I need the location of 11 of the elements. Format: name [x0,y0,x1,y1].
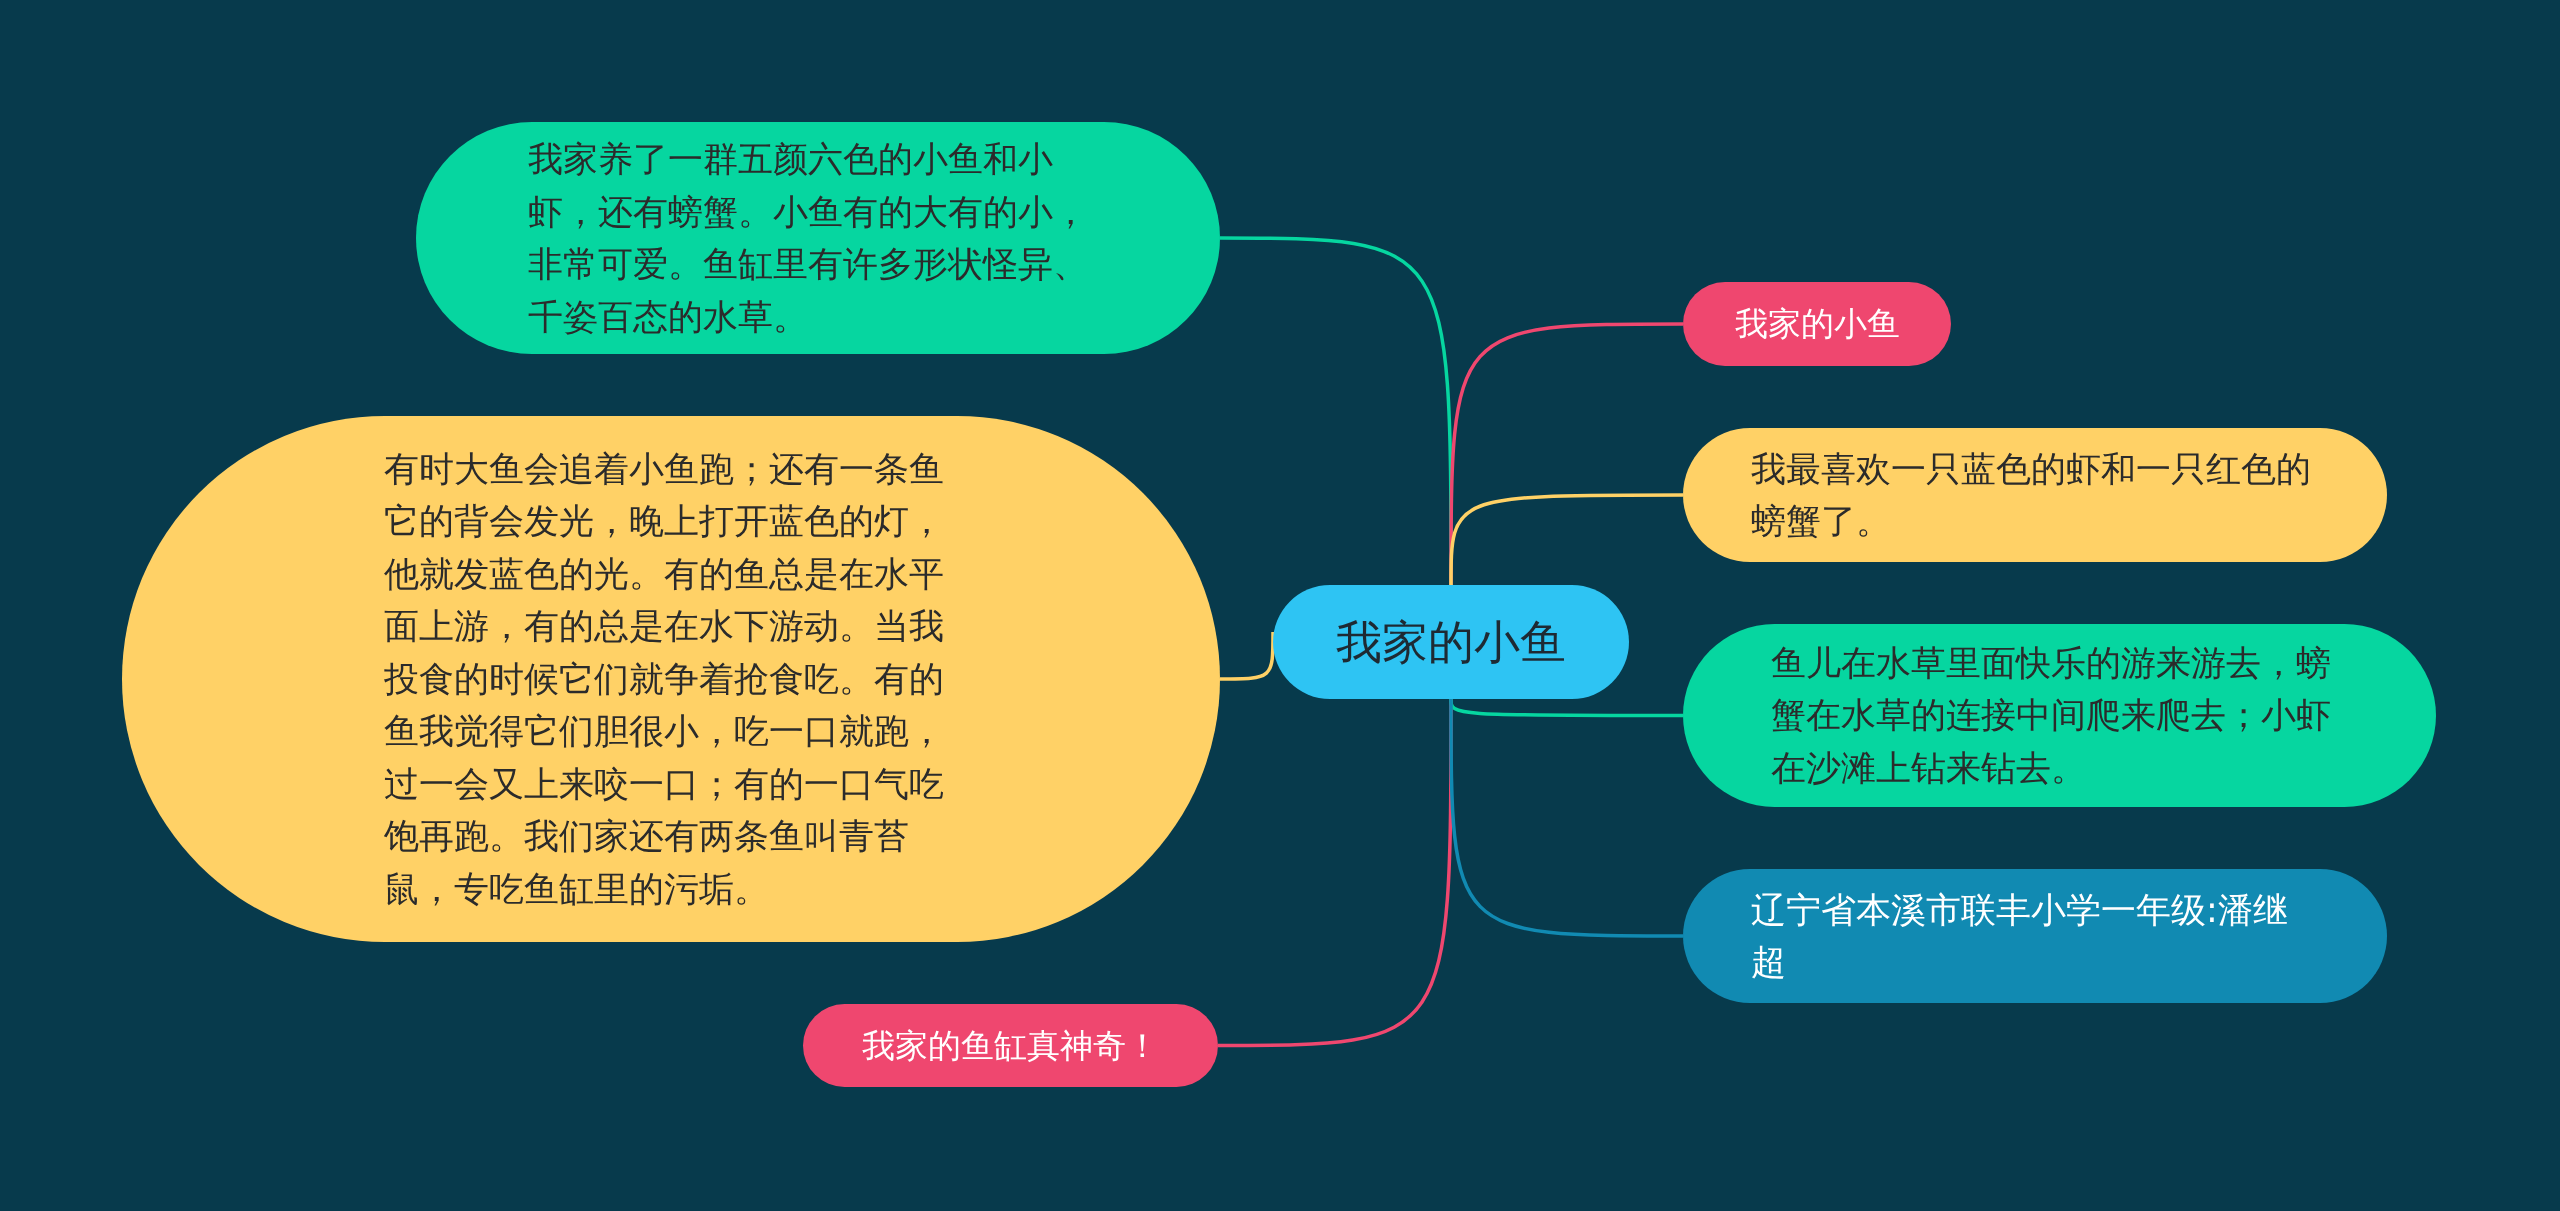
topic-text: 有时大鱼会追着小鱼跑；还有一条鱼它的背会发光，晚上打开蓝色的灯，他就发蓝色的光。有的鱼总是在水平面上游，有的总是在水下游动。当我投食的时候它们就争着抢食吃。有的鱼我觉得它们胆很小，吃一口就跑，过一会又上来咬一口；有的一口气吃饱再跑。我们家还有两条鱼叫青苔鼠，专吃鱼缸里的污垢。 [384,447,944,911]
topic-text: 我最喜欢一只蓝色的虾和一只红色的螃蟹了。 [1751,447,2311,543]
branch-line [1220,632,1275,681]
topic-text: 鱼儿在水草里面快乐的游来游去，螃蟹在水草的连接中间爬来爬去；小虾在沙滩上钻来钻去。 [1771,641,2331,790]
topic-text: 我家的鱼缸真神奇！ [862,1024,1159,1067]
branch-line [1449,493,1683,585]
topic-text: 我家养了一群五颜六色的小鱼和小虾，还有螃蟹。小鱼有的大有的小，非常可爱。鱼缸里有许多形状怪异、千姿百态的水草。 [528,138,1088,339]
topic-text: 辽宁省本溪市联丰小学一年级:潘继超 [1751,888,2289,984]
topic-text: 我家的小鱼 [1734,303,1900,346]
topic-text: 我家的小鱼 [1336,613,1566,671]
branch-line [1449,699,1683,938]
